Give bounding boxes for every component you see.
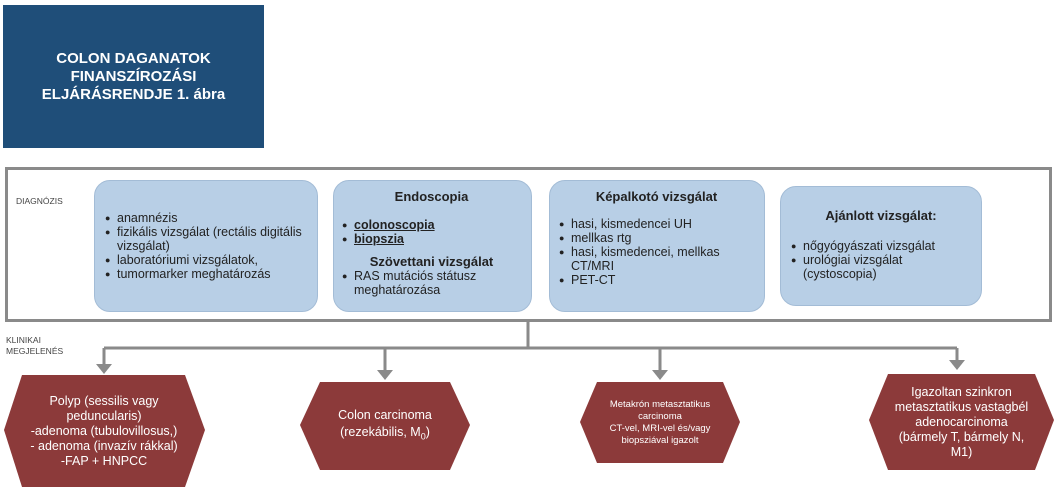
arrow-head (377, 370, 393, 380)
title-line: COLON DAGANATOK (56, 49, 211, 67)
recommended-card: Ajánlott vizsgálat: nőgyógyászati vizsgá… (780, 186, 982, 306)
recommended-heading: Ajánlott vizsgálat: (825, 208, 937, 223)
synchronous-line: Igazoltan szinkron (911, 384, 1012, 399)
list-item: mellkas rtg (559, 231, 754, 245)
metachronous-hexagon (580, 382, 740, 463)
histology-heading: Szövettani vizsgálat (369, 254, 494, 269)
title-line: FINANSZÍROZÁSI (70, 67, 197, 85)
list-item: hasi, kismedencei, mellkas CT/MRI (559, 245, 754, 273)
arrow-head (652, 370, 668, 380)
synchronous-line: (bármely T, bármely N, (898, 429, 1025, 444)
synchronous-text: Igazoltan szinkron metasztatikus vastagb… (874, 376, 1049, 468)
recommended-list: nőgyógyászati vizsgálat urológiai vizsgá… (791, 239, 971, 281)
carcinoma-subscript: 0 (420, 431, 426, 442)
diagnosis-frame (5, 167, 1052, 322)
polyp-line: peduncularis) (66, 408, 142, 423)
metachronous-text: Metakrón metasztatikus carcinoma CT-vel,… (585, 384, 735, 462)
list-item: tumormarker meghatározás (105, 267, 307, 281)
list-item: PET-CT (559, 273, 754, 287)
list-item: urológiai vizsgálat (cystoscopia) (791, 253, 971, 281)
polyp-line: -FAP + HNPCC (60, 453, 148, 468)
metachronous-line: Metakrón metasztatikus (609, 399, 711, 410)
list-item: biopszia (342, 232, 521, 246)
history-card: anamnézis fizikális vizsgálat (rectális … (94, 180, 318, 312)
list-item: laboratóriumi vizsgálatok, (105, 253, 307, 267)
diagnosis-label: DIAGNÓZIS (16, 196, 63, 206)
polyp-line: Polyp (sessilis vagy (49, 393, 159, 408)
imaging-card: Képalkotó vizsgálat hasi, kismedencei UH… (549, 180, 765, 312)
polyp-text: Polyp (sessilis vagy peduncularis) -aden… (10, 378, 198, 484)
metachronous-line: carcinoma (638, 411, 682, 422)
synchronous-line: metasztatikus vastagbél (894, 399, 1029, 414)
imaging-heading: Képalkotó vizsgálat (595, 189, 718, 204)
endoscopy-heading: Endoscopia (394, 189, 469, 204)
imaging-list: hasi, kismedencei UH mellkas rtg hasi, k… (559, 217, 754, 287)
diagram-title: COLON DAGANATOK FINANSZÍROZÁSI ELJÁRÁSRE… (3, 5, 264, 148)
endoscopy-card: Endoscopia colonoscopia biopszia Szövett… (333, 180, 532, 312)
carcinoma-line: Colon carcinoma (338, 407, 432, 422)
list-item: RAS mutációs státusz meghatározása (342, 269, 521, 297)
polyp-line: - adenoma (invazív rákkal) (30, 438, 178, 453)
synchronous-line: adenocarcinoma (915, 414, 1008, 429)
title-line: ELJÁRÁSRENDJE 1. ábra (41, 85, 226, 103)
polyp-hexagon (4, 375, 205, 487)
histology-list: RAS mutációs státusz meghatározása (342, 269, 521, 297)
carcinoma-line: (rezekábilis, M (340, 424, 421, 439)
list-item: anamnézis (105, 211, 307, 225)
list-item: hasi, kismedencei UH (559, 217, 754, 231)
synchronous-line: M1) (950, 444, 973, 459)
carcinoma-hexagon (300, 382, 470, 470)
metachronous-line: CT-vel, MRI-vel és/vagy (609, 423, 711, 434)
arrow-head (96, 364, 112, 374)
clinical-label-line: KLINIKAI (6, 335, 41, 345)
carcinoma-text: Colon carcinoma (rezekábilis, M0) (305, 385, 465, 467)
carcinoma-line: ) (425, 424, 430, 439)
list-item: nőgyógyászati vizsgálat (791, 239, 971, 253)
polyp-line: -adenoma (tubulovillosus,) (30, 423, 178, 438)
clinical-label: KLINIKAI MEGJELENÉS (6, 335, 63, 357)
list-item: fizikális vizsgálat (rectális digitális … (105, 225, 307, 253)
metachronous-line: biopsziával igazolt (621, 435, 699, 446)
endoscopy-list: colonoscopia biopszia (342, 218, 521, 246)
synchronous-hexagon (869, 374, 1054, 470)
clinical-label-line: MEGJELENÉS (6, 346, 64, 356)
history-list: anamnézis fizikális vizsgálat (rectális … (105, 211, 307, 281)
list-item: colonoscopia (342, 218, 521, 232)
arrow-head (949, 360, 965, 370)
